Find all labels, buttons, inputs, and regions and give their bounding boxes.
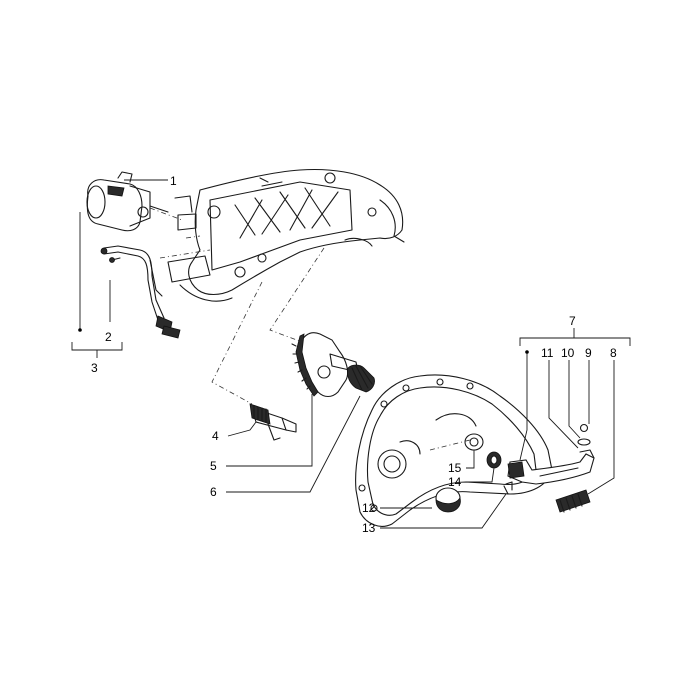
lever-spring — [555, 489, 591, 513]
starter-pinion — [249, 403, 297, 441]
fixing-screw — [503, 481, 513, 495]
callout-15: 15 — [448, 461, 462, 475]
callout-10: 10 — [561, 346, 575, 360]
oil-seal — [486, 451, 502, 469]
callout-11: 11 — [541, 346, 554, 360]
lever-pin-parts — [577, 423, 591, 446]
kickstart-bushing — [464, 433, 484, 451]
engine-crankcase — [167, 168, 405, 302]
callout-4: 4 — [212, 429, 219, 443]
wiring-cable — [100, 245, 181, 339]
callout-7: 7 — [569, 314, 576, 328]
callout-dots — [78, 328, 529, 354]
kickstart-lever — [507, 449, 595, 485]
callout-13: 13 — [362, 521, 376, 535]
callout-3: 3 — [91, 361, 98, 375]
starter-motor — [86, 171, 169, 232]
callout-numbers: 1 2 3 4 5 6 7 8 9 10 11 12 13 14 15 — [91, 174, 617, 535]
callout-9: 9 — [585, 346, 592, 360]
kickstart-sector-gear — [291, 332, 359, 398]
callout-5: 5 — [210, 459, 217, 473]
callout-1: 1 — [170, 174, 177, 188]
assembly-center-lines — [149, 207, 471, 451]
callout-14: 14 — [448, 475, 462, 489]
kickstart-return-spring — [347, 364, 375, 393]
cover-cap — [435, 487, 461, 513]
callout-leaders — [71, 179, 631, 529]
callout-8: 8 — [610, 346, 617, 360]
callout-6: 6 — [210, 485, 217, 499]
callout-2: 2 — [105, 330, 112, 344]
callout-12: 12 — [362, 501, 376, 515]
transmission-side-cover — [355, 374, 553, 527]
